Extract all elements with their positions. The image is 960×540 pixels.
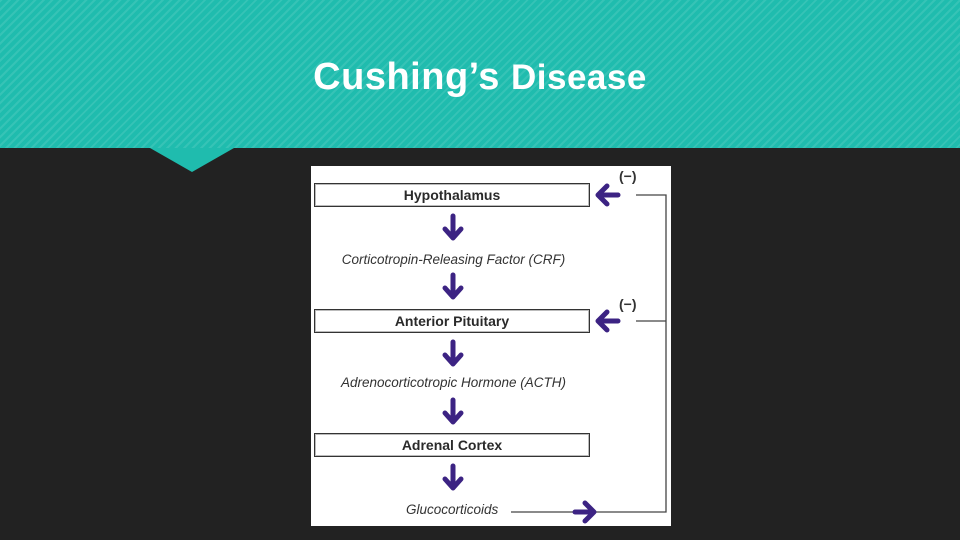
node-hypothalamus: Hypothalamus: [314, 183, 590, 207]
negative-feedback-label: (−): [619, 168, 637, 184]
feedback-arrow: [595, 183, 621, 207]
feedback-line: [511, 194, 667, 513]
node-adrenal-cortex: Adrenal Cortex: [314, 433, 590, 457]
title-part-cushings: Cushing’s: [313, 56, 500, 98]
down-arrow: [442, 463, 464, 491]
output-arrow: [572, 500, 597, 524]
node-anterior-pituitary: Anterior Pituitary: [314, 309, 590, 333]
hormone-crf: Corticotropin-Releasing Factor (CRF): [341, 252, 566, 267]
slide-title: Cushing’s Disease: [0, 56, 960, 99]
down-arrow: [442, 397, 464, 425]
hormone-acth: Adrenocorticotropic Hormone (ACTH): [340, 375, 567, 390]
negative-feedback-label: (−): [619, 296, 637, 312]
hormone-glucocorticoids: Glucocorticoids: [406, 502, 499, 517]
slide-header: [0, 0, 960, 148]
down-arrow: [442, 213, 464, 241]
feedback-arrow: [595, 309, 621, 333]
diagram-arrows: [442, 183, 667, 524]
hpa-axis-diagram: Hypothalamus Corticotropin-Releasing Fac…: [311, 166, 671, 526]
header-notch: [150, 148, 234, 172]
down-arrow: [442, 339, 464, 367]
title-part-disease: Disease: [511, 58, 647, 97]
down-arrow: [442, 272, 464, 300]
